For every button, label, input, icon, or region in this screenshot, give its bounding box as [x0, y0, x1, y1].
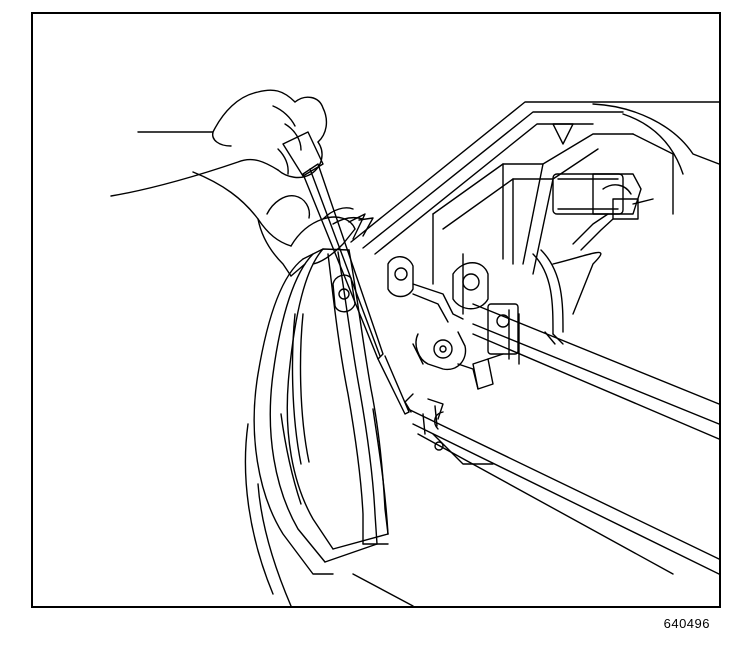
upper-hand — [111, 90, 326, 196]
illustration-frame — [31, 12, 721, 608]
lower-hand — [193, 172, 363, 276]
reservoir-component — [593, 174, 653, 219]
bumper-fascia — [245, 424, 413, 606]
radiator-support — [433, 134, 633, 284]
hose-cable — [533, 214, 613, 344]
screwdriver — [283, 132, 409, 414]
figure-id-label: 640496 — [663, 616, 710, 631]
headlamp-assembly — [254, 249, 388, 574]
lamp-retainer-clip — [349, 214, 373, 239]
headlamp-removal-illustration — [33, 14, 719, 606]
fender-lower-lines — [405, 394, 719, 574]
hood-edge-lines — [351, 102, 719, 254]
panel-details — [413, 124, 673, 364]
horizontal-tube — [473, 304, 719, 439]
